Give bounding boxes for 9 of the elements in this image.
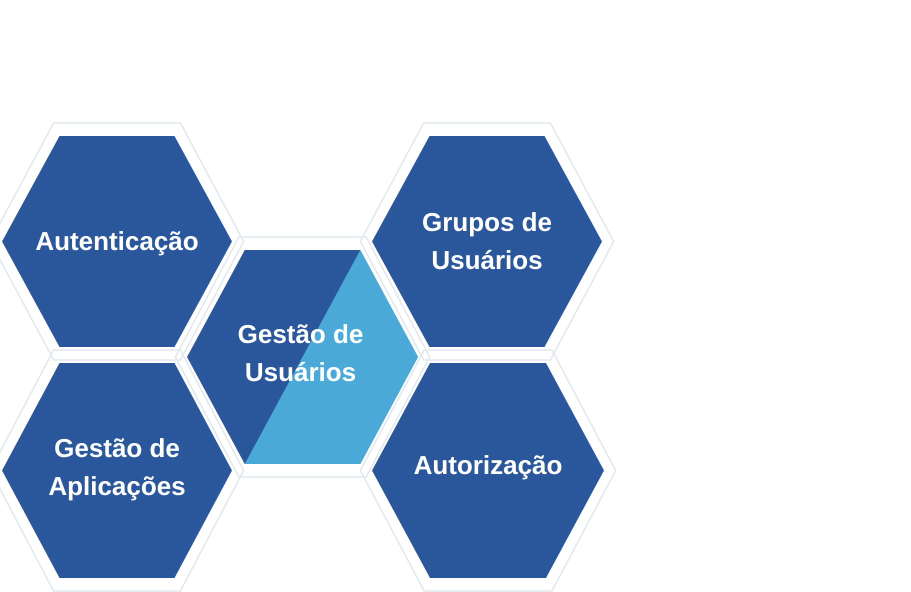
- hexagon-node: [372, 136, 602, 347]
- hexagon-node: [372, 363, 604, 578]
- hexagon-label: Gestão de Usuários: [236, 318, 364, 389]
- hexagon-label: Grupos de Usuários: [420, 206, 553, 276]
- hexagon-node: [2, 363, 232, 578]
- hexagon-node: [2, 136, 232, 347]
- hexagon-label: Autorização: [412, 448, 564, 482]
- hexagon-label: Gestão de Aplicações: [47, 432, 187, 502]
- hexagon-label: Autenticação: [34, 224, 200, 258]
